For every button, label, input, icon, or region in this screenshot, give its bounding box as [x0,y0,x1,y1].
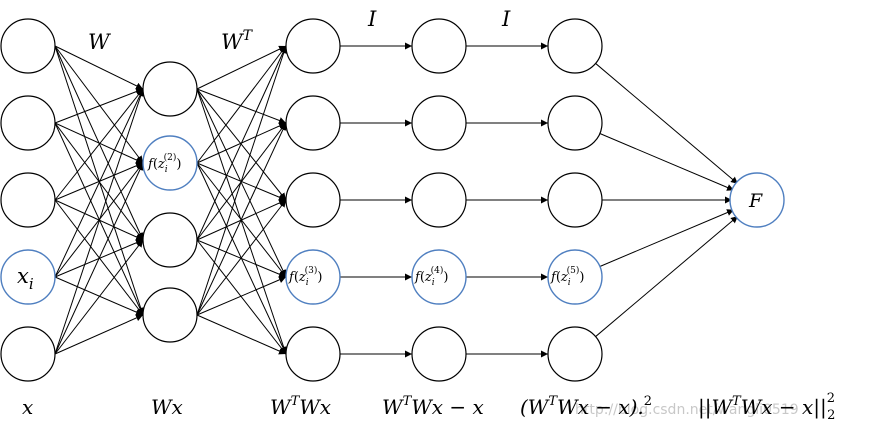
node-label-f4: f(zi(4)) [414,265,448,288]
neuron-l4-0 [547,18,603,74]
neuron-l2-4 [285,326,341,382]
edge-dense [54,88,145,355]
edge-to-output [599,209,735,267]
edge-dense [196,314,287,355]
node-label-xi: xi [17,264,34,293]
node-label-f3: f(zi(3)) [288,265,322,288]
watermark: http://blog.csdn.net/wangli0519 [575,402,799,418]
neuron-l1-1 [142,135,198,191]
neuron-l4-1 [547,95,603,151]
bottom-label-wtwx: WTWx [270,394,331,419]
weight-label-w: W [88,30,112,54]
neuron-l3-2 [411,172,467,228]
edge-dense [54,45,144,164]
bottom-label-squared: (WTWx − x).2 [520,394,652,419]
node-label-f2: f(zi(2)) [147,152,181,175]
weight-label-i-1: I [367,7,377,31]
neuron-l2-0 [285,18,341,74]
neuron-l4-2 [547,172,603,228]
connection-edges [54,42,739,358]
edge-dense [196,122,287,316]
edge-to-output [595,215,739,337]
neuron-l3-1 [411,95,467,151]
bottom-label-wtwx-minus-x: WTWx − x [382,394,484,419]
edge-dense [196,276,287,316]
edge-dense [196,45,288,316]
neuron-l3-4 [411,326,467,382]
neuron-l2-3 [285,249,341,305]
edge-dense [54,88,144,278]
weight-label-i-2: I [501,7,511,31]
edge-dense [54,162,144,201]
neuron-l0-1 [0,95,56,151]
node-label-f-output: F [748,190,763,212]
neuron-l1-2 [142,212,198,268]
neuron-l0-3 [0,249,56,305]
edge-dense [54,88,144,201]
edge-to-output [595,63,739,185]
edge-to-output [599,133,735,191]
edge-dense [196,239,287,355]
edge-dense [54,162,144,355]
neuron-l1-0 [142,61,198,117]
edge-dense [196,88,288,355]
bottom-label-wx: Wx [151,395,183,419]
edge-dense [196,88,287,201]
edge-dense [196,88,287,278]
edge-dense [196,45,287,241]
neuron-nodes [0,18,785,382]
edge-dense [196,45,287,90]
neuron-l3-3 [411,249,467,305]
edge-dense [54,239,144,355]
neuron-l0-0 [0,18,56,74]
neuron-l4-3 [547,249,603,305]
neuron-l2-2 [285,172,341,228]
neuron-l0-4 [0,326,56,382]
neuron-l3-0 [411,18,467,74]
neuron-l2-1 [285,95,341,151]
edge-dense [54,45,144,90]
edge-dense [196,199,287,316]
bottom-label-x: x [22,395,33,419]
weight-label-wt: WT [221,28,254,54]
edge-dense [54,122,144,316]
neuron-l1-3 [142,287,198,343]
edge-dense [196,239,287,278]
edge-dense [196,45,287,164]
edge-dense [54,276,144,316]
edge-dense [54,122,144,164]
neuron-l0-2 [0,172,56,228]
edge-dense [54,45,145,316]
edge-dense [54,314,144,355]
neuron-output [729,172,785,228]
node-label-f5: f(zi(5)) [550,265,584,288]
edge-dense [54,88,144,124]
edge-dense [196,88,287,124]
neuron-l4-4 [547,326,603,382]
